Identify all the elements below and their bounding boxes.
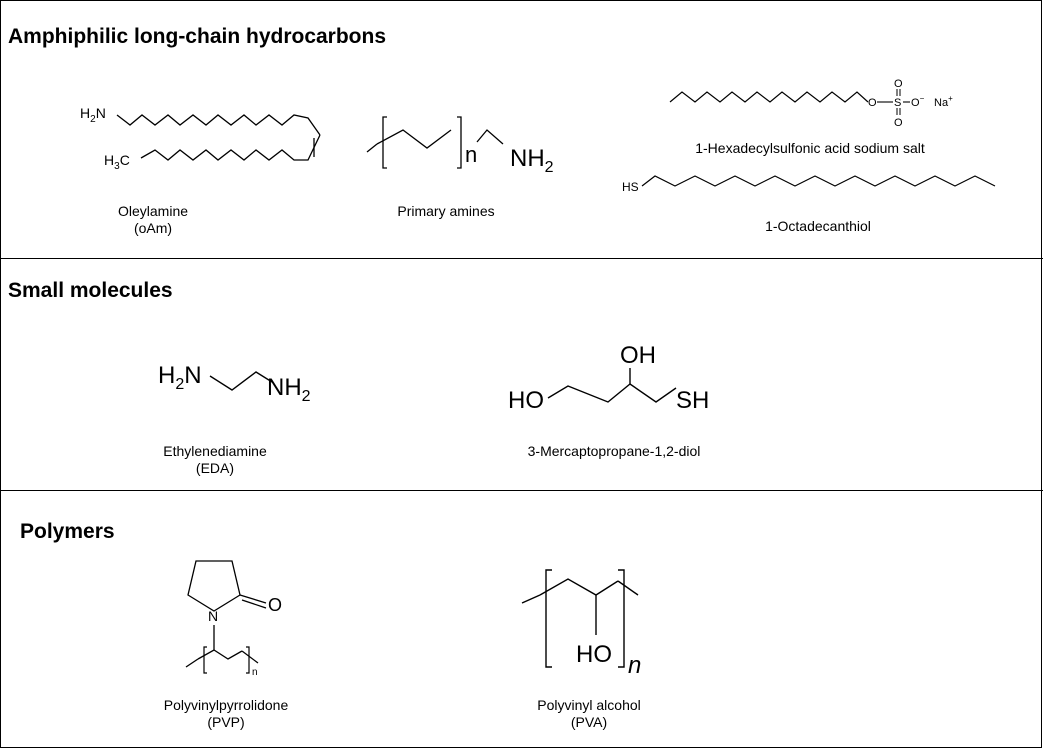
primary-amines-structure: n NH2 (366, 116, 554, 176)
atom-label: N (208, 608, 218, 624)
molecule-name: 1-Hexadecylsulfonic acid sodium salt (695, 140, 925, 156)
section-divider-2 (0, 490, 1043, 491)
repeat-subscript: n (465, 142, 477, 167)
double-bond (241, 599, 267, 609)
atom-label: NH2 (510, 145, 554, 176)
atom-label: S (894, 97, 901, 109)
repeat-bracket (457, 116, 462, 169)
hexadecylsulfonic-caption: 1-Hexadecylsulfonic acid sodium salt (695, 140, 925, 157)
pvp-caption: Polyvinylpyrrolidone (PVP) (164, 697, 289, 731)
bond (241, 650, 259, 664)
molecule-name: Polyvinylpyrrolidone (163, 697, 289, 713)
atom-label: H2N (158, 362, 202, 393)
carbon-chain (641, 175, 996, 187)
mercaptopropanediol-caption: 3-Mercaptopropane-1,2-diol (528, 443, 701, 460)
atom-label: H3C (104, 152, 130, 172)
molecule-name: Oleylamine (117, 203, 189, 219)
atom-label: H2N (80, 105, 106, 125)
atom-label: Na+ (934, 94, 953, 109)
carbon-chain (209, 371, 273, 391)
carbon-chain (539, 578, 619, 596)
repeat-bracket (545, 569, 552, 668)
carbon-chain (669, 91, 869, 103)
atom-label: O (894, 78, 903, 90)
oleylamine-structure: H2N H3C (80, 105, 321, 172)
carbon-chain (140, 134, 321, 161)
section-heading: Small molecules (8, 279, 173, 302)
atom-label: HO (576, 641, 612, 668)
pva-caption: Polyvinyl alcohol (PVA) (537, 697, 641, 731)
bond (521, 594, 541, 604)
repeat-subscript: n (628, 652, 641, 679)
atom-label: HS (622, 180, 639, 194)
atom-label: O (268, 595, 282, 615)
repeat-bracket (246, 646, 250, 674)
atom-label: SH (676, 387, 709, 414)
pyrrolidone-ring (187, 560, 241, 612)
repeat-bracket (203, 646, 207, 674)
bond (185, 658, 199, 668)
carbon-chain (197, 649, 243, 660)
carbon-chain (116, 114, 321, 136)
atom-label: NH2 (267, 374, 311, 405)
repeat-bracket (382, 116, 387, 169)
mercaptopropanediol-structure: OH HO SH (508, 342, 709, 414)
ethylenediamine-caption: Ethylenediamine (EDA) (163, 443, 267, 477)
section-heading: Amphiphilic long-chain hydrocarbons (8, 25, 387, 48)
pva-structure: HO n (521, 569, 641, 679)
pvp-structure: O N n (185, 560, 282, 678)
carbon-chain (476, 129, 504, 145)
oleylamine-caption: Oleylamine (oAm) (118, 203, 188, 237)
molecule-name: Primary amines (397, 203, 495, 219)
octadecanthiol-caption: 1-Octadecanthiol (765, 218, 871, 235)
atom-label: OH (620, 342, 656, 369)
hexadecylsulfonic-structure: O S O O O− Na+ (669, 78, 953, 129)
molecule-abbr: (EDA) (195, 460, 235, 476)
molecule-name: 1-Octadecanthiol (765, 218, 871, 234)
carbon-chain (547, 383, 677, 403)
section-divider-1 (0, 258, 1043, 259)
molecule-abbr: (PVP) (207, 714, 245, 730)
atom-label: O− (911, 94, 925, 109)
bond (617, 580, 639, 596)
repeat-bracket (618, 569, 625, 668)
carbon-chain (376, 129, 452, 149)
molecule-name: Polyvinyl alcohol (537, 697, 641, 713)
octadecanthiol-structure: HS (622, 175, 996, 194)
repeat-subscript: n (252, 667, 258, 678)
molecule-abbr: (oAm) (133, 220, 173, 236)
primary-amines-caption: Primary amines (397, 203, 494, 220)
bond (366, 143, 378, 153)
molecule-name: Ethylenediamine (163, 443, 267, 459)
atom-label: O (868, 97, 877, 109)
double-bond (239, 594, 267, 604)
section-heading: Polymers (20, 520, 115, 543)
ethylenediamine-structure: H2N NH2 (158, 362, 311, 405)
molecule-name: 3-Mercaptopropane-1,2-diol (527, 443, 701, 459)
atom-label: O (894, 117, 903, 129)
atom-label: HO (508, 387, 544, 414)
molecule-abbr: (PVA) (570, 714, 608, 730)
